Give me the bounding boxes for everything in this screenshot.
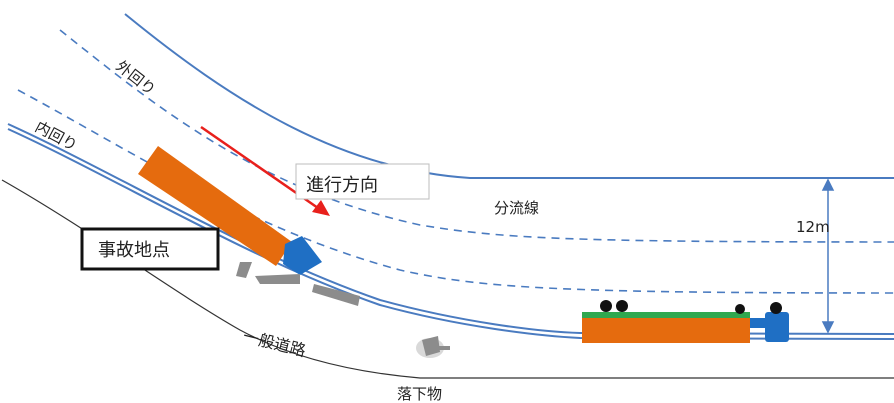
truck-ramp (255, 274, 300, 284)
direction-label-box (295, 163, 430, 200)
lane-divider-dashed-1 (59, 29, 894, 243)
wheel (616, 300, 628, 312)
truck-debris (236, 262, 252, 278)
truck-cargo (138, 146, 292, 266)
accident-site-box (80, 227, 220, 271)
inner-edge-line (7, 123, 894, 335)
outer-lane-label: 外回り (113, 57, 160, 99)
wheel (600, 300, 612, 312)
truck-cab (283, 236, 322, 275)
flatbed-green (582, 312, 750, 318)
branch-line-label: 分流線 (494, 199, 539, 217)
width-label: 12m (796, 218, 830, 236)
wheel (735, 304, 745, 314)
flatbed-body (582, 318, 750, 343)
inner-lane-label: 内回り (32, 118, 80, 155)
flatbed-cab (765, 312, 789, 342)
direction-label: 進行方向 (306, 175, 378, 196)
lane-divider-dashed-2 (17, 89, 894, 294)
truck-ramp-2 (312, 284, 360, 306)
accident-truck (138, 146, 360, 306)
outer-edge-line (124, 13, 894, 179)
accident-site-label: 事故地点 (98, 240, 170, 261)
flatbed-truck (582, 300, 789, 343)
fallen-object-label: 落下物 (397, 385, 442, 403)
flatbed-hitch (750, 318, 768, 328)
local-road-edge (1, 179, 894, 379)
wheel (770, 302, 782, 314)
width-dimension (821, 178, 835, 334)
local-road-label: 一般道路 (241, 326, 308, 360)
fallen-object (416, 336, 450, 358)
